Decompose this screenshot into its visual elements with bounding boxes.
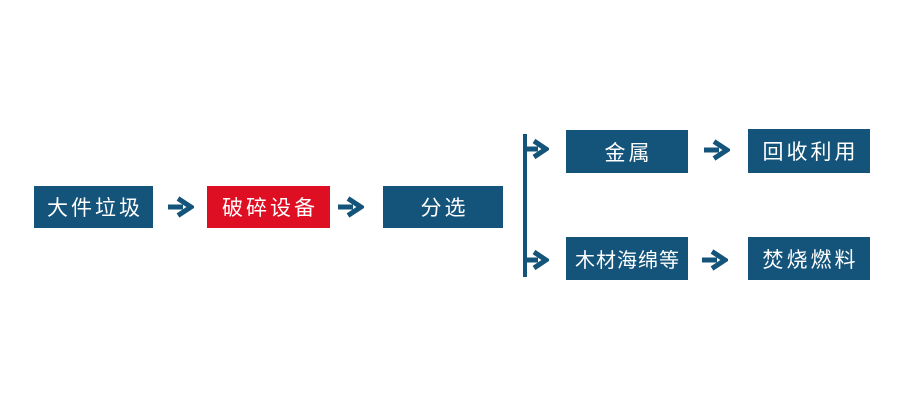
- branch-arrow-bottom-icon: [526, 249, 549, 271]
- arrow-right-icon: [702, 249, 728, 271]
- node-sorting: 分选: [383, 186, 503, 228]
- node-bulky-waste: 大件垃圾: [34, 186, 153, 228]
- node-metal: 金属: [566, 130, 688, 173]
- node-crushing-equipment: 破碎设备: [207, 186, 330, 228]
- node-wood-sponge: 木材海绵等: [566, 237, 688, 280]
- branch-connector-line: [523, 134, 527, 277]
- node-incineration-fuel: 焚烧燃料: [748, 237, 870, 280]
- arrow-right-icon: [338, 196, 364, 218]
- branch-arrow-top-icon: [526, 138, 549, 160]
- arrow-right-icon: [704, 139, 730, 161]
- node-recycling: 回收利用: [748, 129, 870, 173]
- arrow-right-icon: [168, 196, 194, 218]
